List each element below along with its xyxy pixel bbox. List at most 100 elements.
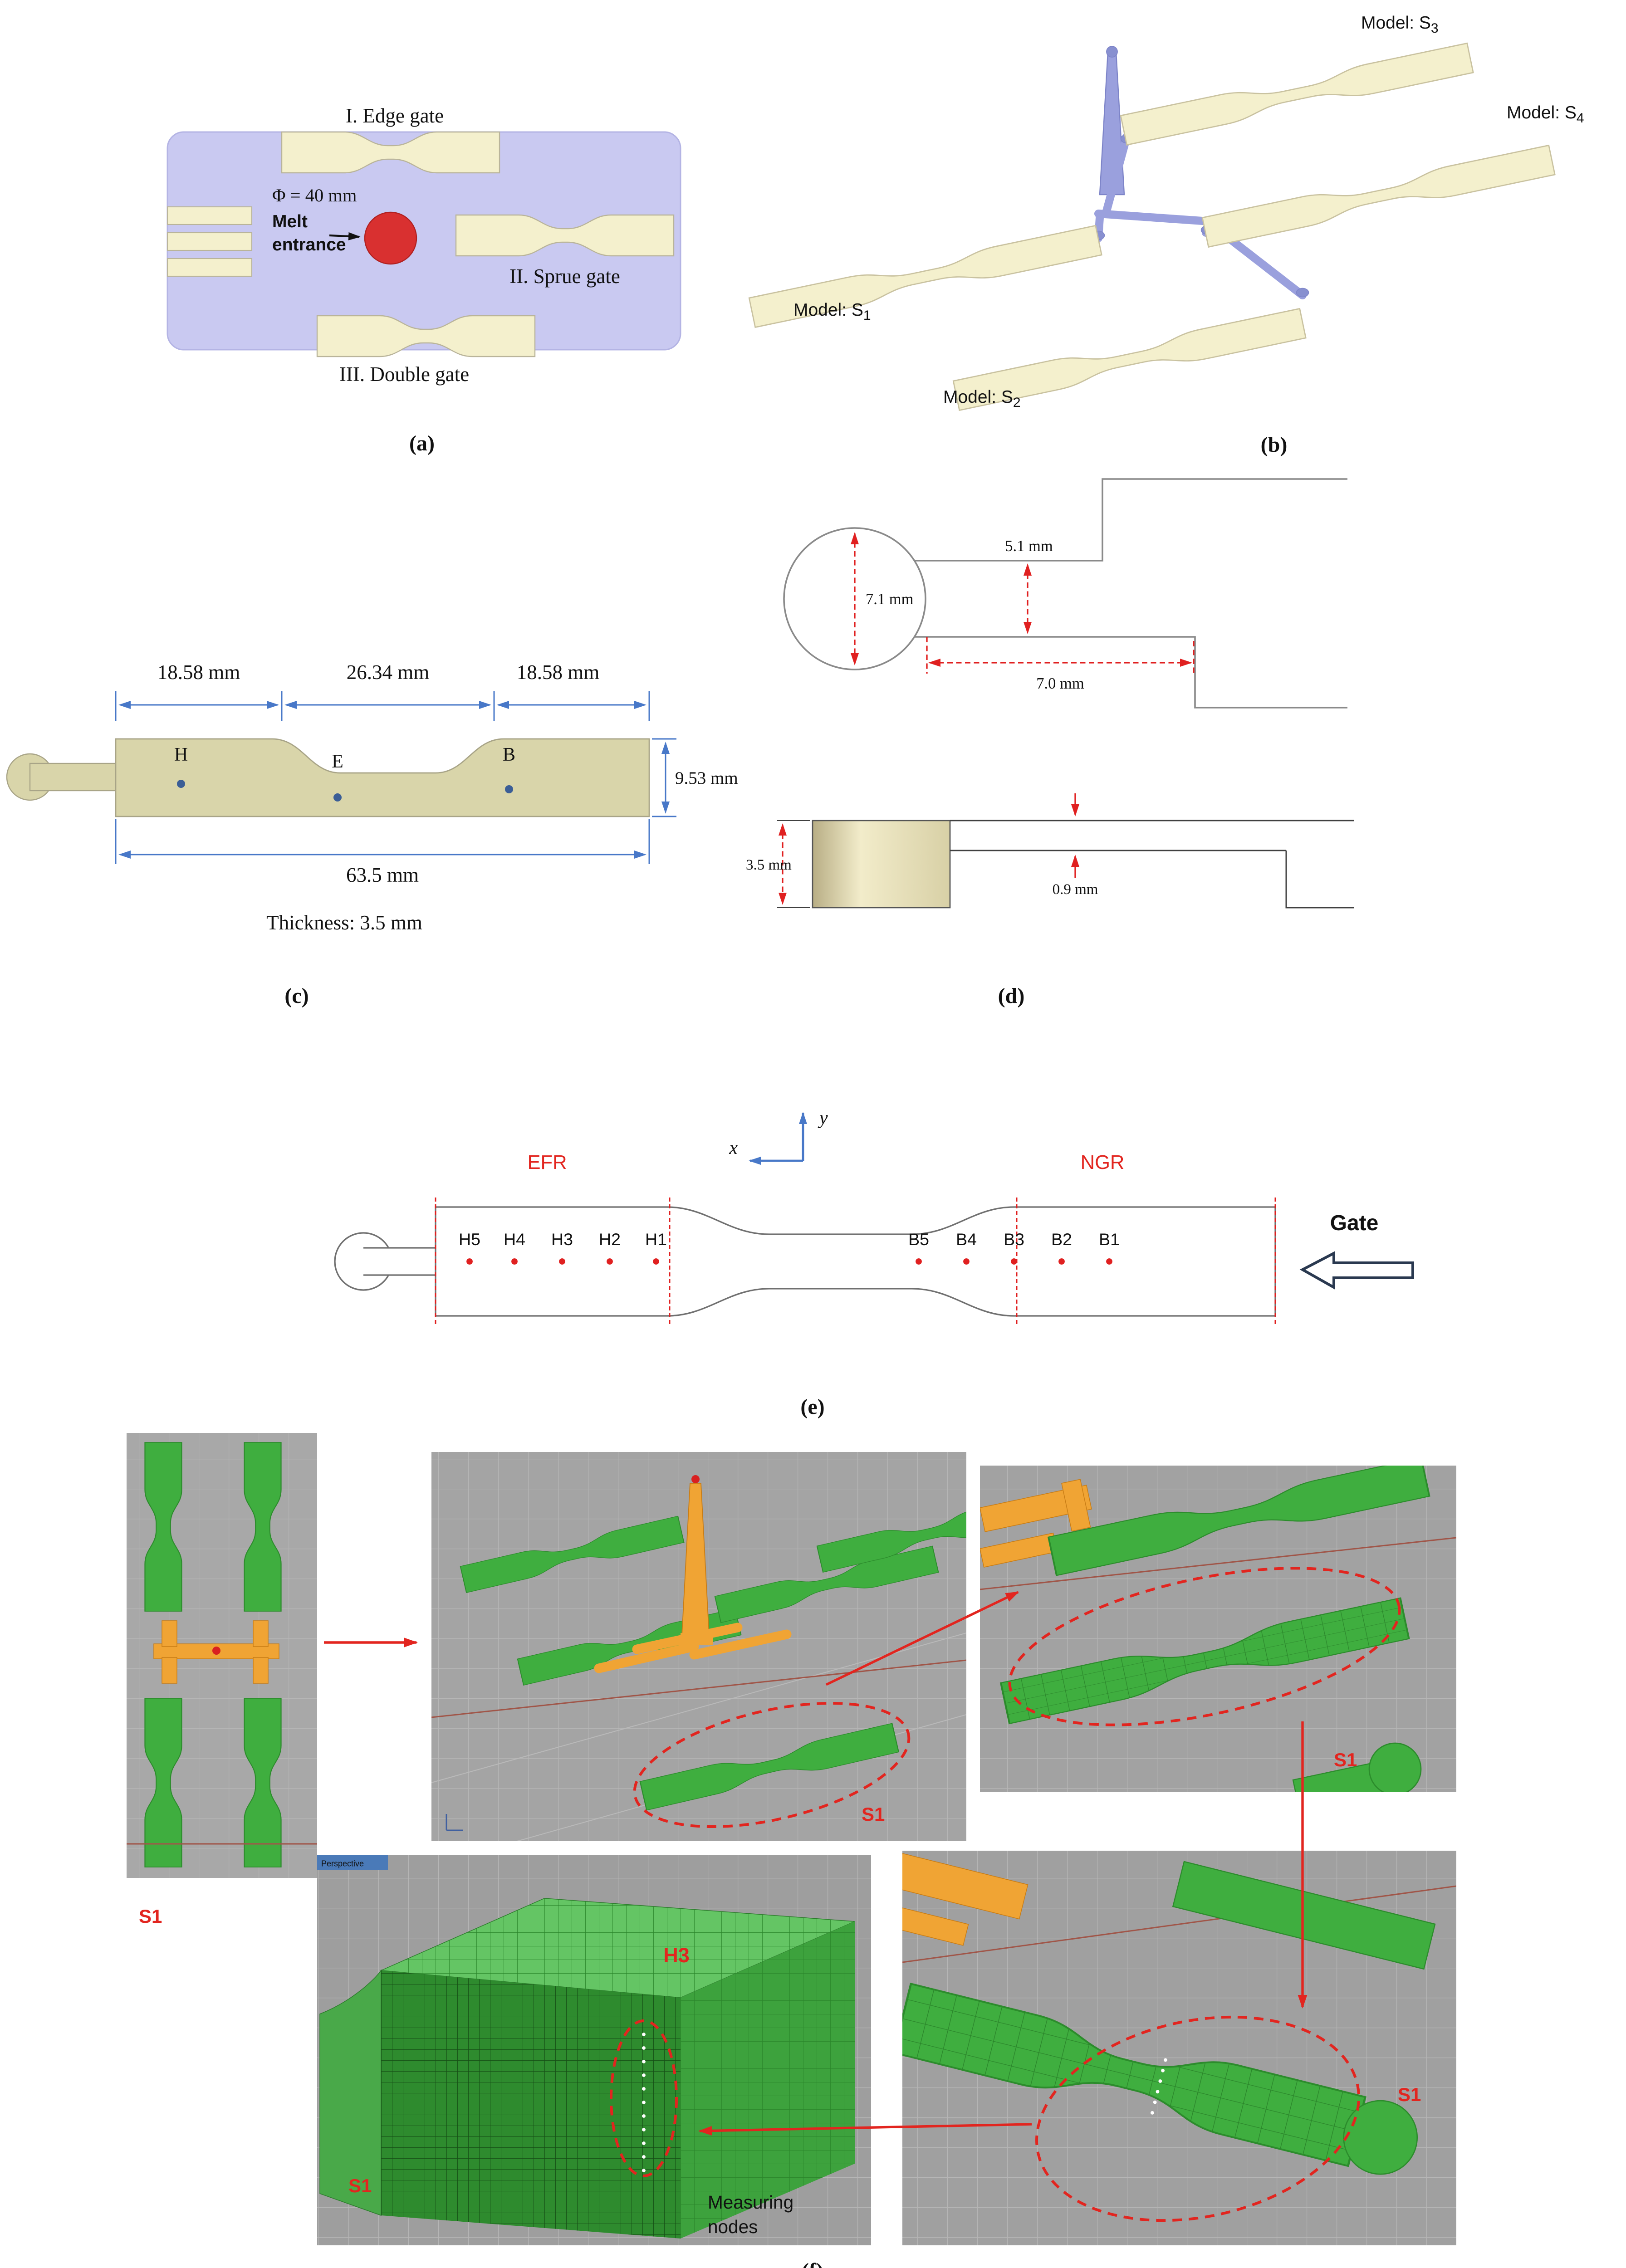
s1-overview-label: S1 (139, 1906, 162, 1927)
nodes-ellipse (610, 2019, 678, 2177)
caption-f: (f) (802, 2259, 823, 2268)
panel-b-3d-models: Model: S3 Model: S4 Model: S1 Model: S2 … (742, 7, 1626, 463)
viewport-label: Perspective (321, 1859, 364, 1868)
h5-label: H5 (459, 1230, 480, 1249)
caption-e: (e) (800, 1395, 824, 1419)
b4-label: B4 (956, 1230, 977, 1249)
melt-label-line1: Melt (272, 212, 308, 231)
dim-neck-label: 5.1 mm (1005, 538, 1053, 555)
zoom-ellipse-right (1008, 1567, 1401, 1726)
panel-a-gate-types: I. Edge gate Φ = 40 mm Melt entrance II.… (129, 20, 715, 469)
model-s2-label: Model: S2 (943, 387, 1021, 410)
dim-web-label: 0.9 mm (1053, 881, 1098, 898)
panel-d-diagram: 7.1 mm 5.1 mm 7.0 mm (746, 478, 1354, 1008)
gate-label: Gate (1330, 1211, 1379, 1235)
model-s1-label: Model: S1 (793, 300, 871, 323)
detail-specimen (902, 1983, 1418, 2175)
specimen-s3 (1120, 42, 1474, 146)
b2-label: B2 (1051, 1230, 1072, 1249)
h-point-labels: H5 H4 H3 H2 H1 (459, 1230, 667, 1249)
zoom-ellipse-center (633, 1701, 911, 1828)
dim-left-label: 18.58 mm (157, 661, 240, 684)
thickness-label: Thickness: 3.5 mm (266, 911, 422, 934)
mesh-block (319, 1898, 855, 2239)
s1-mesh-label: S1 (348, 2175, 372, 2196)
dim-width-label: 7.0 mm (1036, 675, 1084, 692)
point-e-dot (333, 793, 342, 802)
panel-f-mesh-screenshots: S1 (109, 1429, 1511, 2268)
specimen-outline (334, 1206, 1276, 1317)
measuring-label-line2: nodes (708, 2216, 758, 2237)
detail-runner (902, 1853, 1028, 1946)
coordinate-axes (749, 1112, 807, 1165)
point-h-label: H (174, 744, 188, 765)
top-dimension-lines (115, 691, 650, 721)
top-view-outline (783, 478, 1347, 709)
screenshot-mesh-detail: Perspective (317, 1855, 871, 2245)
measuring-node-dots (642, 2033, 646, 2172)
double-gate-label: III. Double gate (339, 363, 469, 386)
panel-f-diagram: S1 (127, 1433, 1456, 2268)
dim-block-label: 3.5 mm (746, 857, 792, 873)
gate-arrow (1299, 1251, 1414, 1290)
b-point-labels: B5 B4 B3 B2 B1 (908, 1230, 1120, 1249)
height-dimension (652, 738, 676, 817)
top-view-dimensions (851, 532, 1195, 674)
h3-node-label: H3 (663, 1944, 690, 1967)
axis-x-label: x (729, 1138, 738, 1158)
caption-c: (c) (284, 984, 309, 1008)
screenshot-zoom (980, 1466, 1456, 1792)
dim-right-label: 18.58 mm (517, 661, 600, 684)
total-dimension (115, 819, 650, 864)
dim-height-label: 9.53 mm (675, 768, 738, 788)
s1-center-label: S1 (862, 1804, 885, 1825)
point-b-dot (505, 785, 513, 793)
dim-total-label: 63.5 mm (346, 864, 419, 886)
point-b-label: B (503, 744, 515, 765)
panel-b-diagram: Model: S3 Model: S4 Model: S1 Model: S2 … (748, 13, 1584, 457)
model-s3-label: Model: S3 (1361, 13, 1439, 36)
point-e-label: E (332, 751, 343, 772)
runner-system (1092, 46, 1309, 299)
diameter-label: Φ = 40 mm (272, 185, 357, 205)
h4-label: H4 (504, 1230, 525, 1249)
panel-d-detail-drawings: 7.1 mm 5.1 mm 7.0 mm (742, 456, 1409, 1041)
viewcube-axes (446, 1814, 463, 1831)
arrow-detail-to-nodes (698, 2123, 1032, 2136)
measuring-label-line1: Measuring (708, 2192, 793, 2213)
b3-label: B3 (1004, 1230, 1024, 1249)
screenshot-specimen-detail (902, 1851, 1456, 2245)
melt-entrance-circle (364, 211, 417, 265)
caption-a: (a) (409, 431, 435, 455)
tensile-specimen (6, 738, 650, 817)
sprue-gate-label: II. Sprue gate (509, 265, 620, 288)
melt-entrance-arrow (329, 232, 361, 240)
panel-c-diagram: H E B 18.58 mm 26.34 mm 18.58 mm (6, 661, 738, 1008)
panel-e-measurement-positions: y x EFR NGR H5 H4 H3 (204, 1075, 1429, 1429)
s1-zoom-label: S1 (1334, 1749, 1357, 1770)
detail-specimen-partial (1172, 1861, 1436, 1970)
point-h-dot (177, 780, 185, 788)
s1-detail-label: S1 (1398, 2084, 1421, 2105)
b1-label: B1 (1099, 1230, 1120, 1249)
runner-bars (167, 206, 253, 277)
panel-c-specimen-dimensions: H E B 18.58 mm 26.34 mm 18.58 mm (0, 653, 762, 1034)
arrow-view-to-zoom (825, 1591, 1019, 1686)
specimen-s4 (1201, 144, 1556, 248)
caption-d: (d) (998, 984, 1025, 1008)
viewport-tab (317, 1855, 388, 1870)
b5-label: B5 (908, 1230, 929, 1249)
caption-b: (b) (1261, 433, 1288, 457)
dim-mid-label: 26.34 mm (347, 661, 430, 684)
dim-circle-label: 7.1 mm (866, 591, 914, 608)
panel-e-diagram: y x EFR NGR H5 H4 H3 (334, 1108, 1414, 1419)
model-s4-label: Model: S4 (1507, 103, 1584, 126)
side-view (777, 793, 1354, 909)
h1-label: H1 (645, 1230, 667, 1249)
screenshot-3d-view (431, 1452, 966, 1841)
detail-ellipse (1035, 2015, 1360, 2222)
ngr-label: NGR (1081, 1152, 1125, 1173)
melt-label-line2: entrance (272, 235, 346, 254)
h3-label: H3 (551, 1230, 573, 1249)
